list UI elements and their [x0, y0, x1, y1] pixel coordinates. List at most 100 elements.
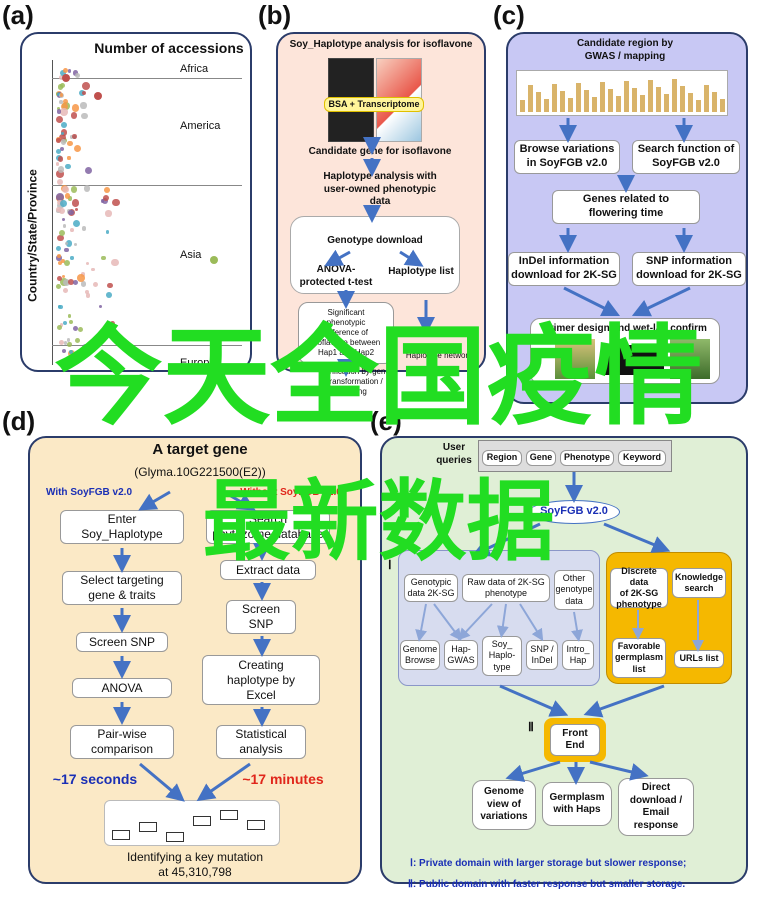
right-time-label: ~17 minutes	[242, 771, 324, 787]
arrow-e-5	[583, 684, 665, 718]
region-divider-2	[52, 185, 242, 186]
tool-hap-gwas: Hap- GWAS	[444, 640, 478, 670]
search-function-box: Search function of SoyFGB v2.0	[632, 140, 740, 174]
accession-dot	[56, 115, 64, 123]
enter-soy-haplotype-box: Enter Soy_Haplotype	[60, 510, 184, 544]
accession-dot	[66, 338, 71, 343]
accession-dot	[67, 140, 73, 146]
key-mutation-label: Identifying a key mutation at 45,310,798	[126, 850, 264, 879]
accession-dot	[56, 275, 62, 281]
haplotype-list-label: Haplotype list	[388, 266, 454, 277]
accession-dot	[64, 241, 69, 246]
panel-b-title: Soy_Haplotype analysis for isoflavone	[289, 39, 473, 50]
accession-dot	[67, 196, 72, 201]
arrow-e-4	[499, 684, 569, 717]
gwas-bar	[696, 100, 701, 112]
accession-dot	[56, 137, 62, 143]
accession-dot	[63, 288, 69, 293]
region-africa: Africa	[180, 63, 209, 75]
accession-dot	[67, 69, 71, 73]
accession-dot	[59, 208, 66, 215]
accession-dot	[64, 247, 69, 253]
panel-c-title: Candidate region by GWAS / mapping	[576, 38, 674, 62]
accession-dot	[57, 254, 62, 259]
accession-dot	[60, 129, 68, 136]
accession-dot	[63, 341, 68, 345]
accession-dot	[56, 106, 60, 110]
panel-e-label: (e)	[370, 406, 402, 436]
search-phytozome-box: Search phytozome database	[206, 510, 330, 544]
accession-dot	[73, 145, 81, 153]
gwas-bar	[680, 86, 685, 112]
arrow-d-2	[223, 490, 256, 511]
arrow-e-t4	[496, 603, 509, 638]
accession-dot	[57, 156, 64, 162]
accession-dot	[59, 69, 66, 76]
accession-dot	[62, 74, 70, 82]
gwas-bar	[624, 81, 629, 112]
accession-dot	[56, 148, 62, 155]
accession-dot	[61, 348, 67, 354]
panel-a-plot-area	[52, 60, 243, 365]
other-genotype-box: Other genotype data	[554, 570, 594, 610]
accession-dot	[61, 185, 69, 193]
primer-design-label: Primer design and wet-lab confirm	[543, 323, 707, 334]
accession-dot	[86, 262, 90, 266]
boxplot-box	[220, 810, 238, 820]
accession-dot	[69, 350, 73, 355]
panel-d-gene: (Glyma.10G221500(E2))	[134, 465, 266, 479]
accession-dot	[77, 326, 83, 332]
gwas-bar	[592, 97, 597, 112]
accession-dot	[67, 342, 72, 347]
query-region: Region	[482, 450, 522, 466]
arrow-e-t5	[519, 603, 544, 642]
accession-dot	[72, 279, 79, 286]
genotypic-data-box: Genotypic data 2K-SG	[404, 574, 458, 602]
soyfgb-ellipse: SoyFGB v2.0	[528, 500, 620, 524]
accession-dot	[77, 351, 85, 359]
accession-dot	[56, 324, 62, 330]
accession-dot	[67, 314, 72, 318]
region-divider-1	[52, 78, 242, 79]
left-time-label: ~17 seconds	[52, 771, 138, 787]
accession-dot	[106, 292, 112, 299]
accession-dot	[56, 108, 62, 114]
region-divider-3	[52, 345, 242, 346]
accession-dot	[60, 108, 68, 116]
accession-dot	[210, 256, 218, 264]
pairwise-comparison-box: Pair-wise comparison	[70, 725, 174, 759]
query-phenotype: Phenotype	[560, 450, 614, 466]
browse-variations-box: Browse variations in SoyFGB v2.0	[514, 140, 620, 174]
accession-dot	[57, 260, 62, 265]
panel-c-label: (c)	[493, 0, 525, 30]
discrete-phenotype-box: Discrete data of 2K-SG phenotype	[610, 566, 668, 609]
boxplot-box	[112, 830, 130, 840]
accession-dot	[61, 218, 66, 222]
accession-dot	[59, 340, 65, 346]
genes-flowering-box: Genes related to flowering time	[552, 190, 700, 224]
accession-dot	[105, 210, 112, 217]
right-screen-snp-box: Screen SNP	[226, 600, 296, 634]
genotype-download-label: Genotype download	[327, 235, 423, 246]
extract-data-box: Extract data	[220, 560, 316, 580]
accession-dot	[56, 245, 62, 251]
snp-download-box: SNP information download for 2K-SG	[632, 252, 746, 286]
accession-dot	[62, 278, 71, 287]
panel-d-label: (d)	[2, 406, 36, 436]
accession-dot	[59, 93, 64, 97]
favorable-germplasm-box: Favorable germplasm list	[612, 638, 666, 678]
tool-genome-browse: Genome Browse	[400, 640, 440, 670]
accession-dot	[109, 320, 115, 326]
accession-dot	[62, 99, 68, 105]
accession-dot	[56, 255, 62, 261]
raw-phenotype-box: Raw data of 2K-SG phenotype	[462, 574, 550, 602]
accession-dot	[81, 226, 87, 232]
accession-dot	[81, 90, 86, 95]
gwas-bar	[576, 83, 581, 112]
creating-haplotype-box: Creating haplotype by Excel	[202, 655, 320, 705]
accession-dot	[62, 274, 66, 278]
accession-dot	[60, 103, 68, 111]
accession-dot	[94, 92, 102, 100]
gwas-bar	[704, 85, 709, 112]
accession-dot	[86, 293, 91, 298]
